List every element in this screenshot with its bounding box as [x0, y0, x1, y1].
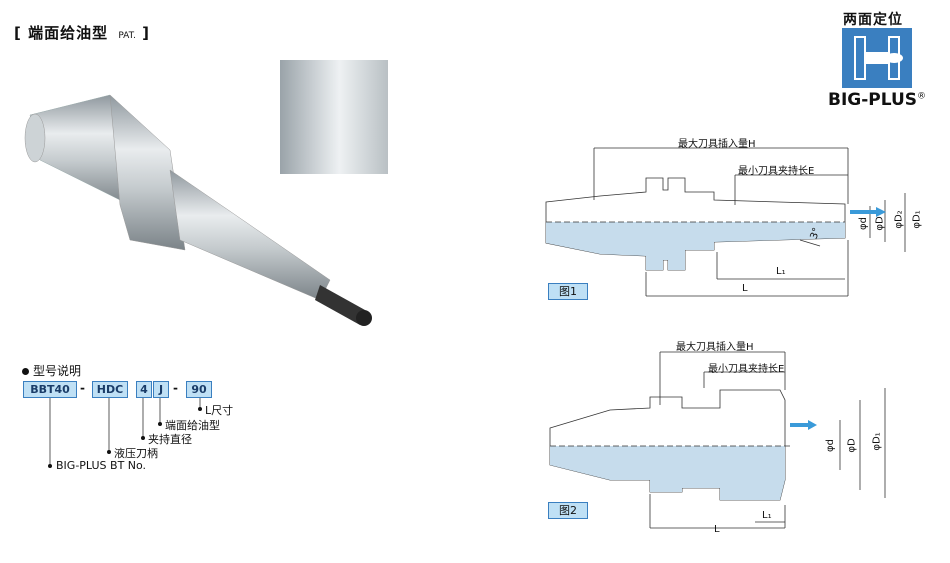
legend-dots — [48, 407, 202, 468]
fig1-dim-d2: φD₂ — [893, 210, 905, 229]
legend-title: 型号说明 — [22, 362, 81, 379]
fig1-dim-bigd: φD — [874, 216, 886, 231]
legend-title-text: 型号说明 — [33, 364, 82, 378]
cutter-ball — [356, 310, 372, 326]
logo-caption: 两面定位 — [843, 12, 903, 28]
fig2-dim-d1: φD₁ — [871, 432, 883, 451]
logo-graphic-icon — [842, 28, 912, 88]
fig1-dim-h: 最大刀具插入量H — [678, 139, 756, 150]
legend-leaders — [49, 396, 201, 466]
big-plus-logo-icon — [842, 28, 912, 88]
code-bbt: BBT40 — [23, 381, 77, 398]
fig1-dim-d1: φD₁ — [911, 210, 923, 229]
desc-clamp-dia: 夹持直径 — [148, 433, 192, 446]
holder-end — [24, 113, 46, 163]
fig2-dim-bigd: φD — [846, 438, 858, 453]
logo-brand-text: BIG-PLUS — [828, 90, 918, 110]
fig2-dim-h: 最大刀具插入量H — [676, 342, 754, 353]
coolant-spray-photo — [280, 60, 388, 174]
fig2-dim-d: φd — [824, 439, 836, 452]
code-hdc: HDC — [92, 381, 128, 398]
title-text: [ 端面给油型 — [14, 24, 109, 42]
coolant-arrow-2-icon — [790, 420, 817, 430]
desc-face-coolant: 端面给油型 — [165, 419, 220, 432]
registered-mark: ® — [917, 91, 927, 102]
fig1-dim-l: L — [742, 283, 748, 294]
figure-2-drawing — [549, 351, 886, 529]
figure-1-drawing — [545, 147, 906, 297]
coolant-arrow-1-icon — [850, 207, 886, 217]
title-bracket: ] — [142, 24, 151, 42]
fig2-dim-l: L — [714, 524, 720, 535]
fig1-dim-l1: L₁ — [776, 266, 786, 277]
logo-brand: BIG-PLUS® — [828, 90, 926, 110]
page-title: [ 端面给油型 PAT. ] — [14, 22, 150, 43]
holder-flange — [109, 94, 186, 251]
code-diameter: 4 — [136, 381, 152, 398]
bullet-icon — [22, 368, 29, 375]
fig2-dim-l1: L₁ — [762, 510, 772, 521]
holder-nose — [169, 169, 331, 301]
desc-l-size: L尺寸 — [205, 404, 234, 417]
fig1-dim-d: φd — [857, 217, 869, 230]
cutter — [315, 285, 365, 325]
code-type: J — [153, 381, 169, 398]
fig2-dim-e: 最小刀具夹持长E — [708, 364, 785, 375]
fig1-dim-e: 最小刀具夹持长E — [738, 166, 815, 177]
desc-bt-no: BIG-PLUS BT No. — [56, 459, 147, 472]
figure-1-label: 图1 — [548, 283, 588, 300]
figure-2-label: 图2 — [548, 502, 588, 519]
pat-mark: PAT. — [118, 31, 136, 41]
code-length: 90 — [186, 381, 212, 398]
code-dash: - — [173, 381, 178, 395]
code-dash: - — [80, 381, 85, 395]
desc-hydraulic: 液压刀柄 — [114, 447, 158, 460]
tool-holder-photo — [24, 94, 372, 326]
